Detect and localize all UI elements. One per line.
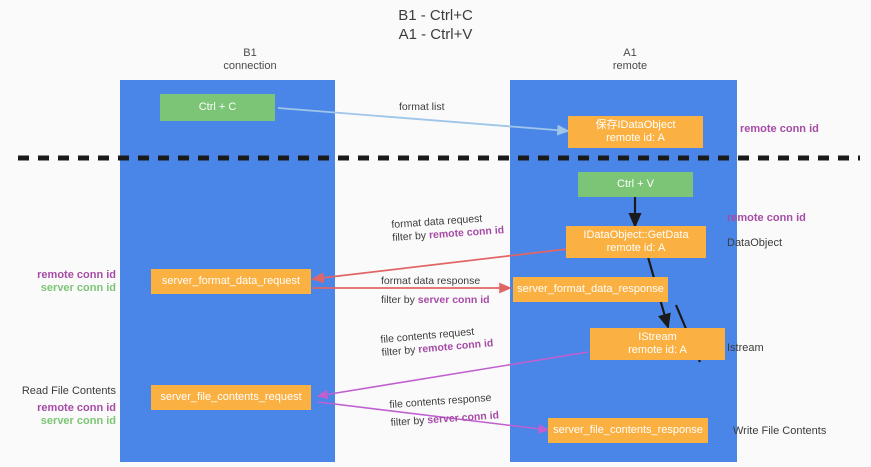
- annotation-file-contents-response: file contents response filter by server …: [389, 391, 499, 429]
- filter-prefix: filter by: [391, 229, 430, 244]
- box-istream-line2: remote id: A: [628, 344, 687, 356]
- box-server-format-data-response[interactable]: server_format_data_response: [513, 277, 668, 302]
- label-right-remote-conn-id-top: remote conn id: [740, 123, 819, 135]
- box-ctrl-v[interactable]: Ctrl + V: [578, 172, 693, 197]
- filter-prefix-3: filter by: [381, 343, 419, 359]
- box-server-file-contents-response[interactable]: server_file_contents_response: [548, 418, 708, 443]
- box-server-file-contents-request-label: server_file_contents_request: [160, 391, 302, 403]
- column-b1-name: B1: [243, 47, 257, 59]
- box-getdata-line1: IDataObject::GetData: [583, 229, 689, 241]
- column-b1-role: connection: [223, 60, 277, 72]
- annotation-file-contents-request: file contents request filter by remote c…: [380, 324, 494, 360]
- column-header-a1: A1 remote: [520, 47, 740, 73]
- box-server-file-contents-request[interactable]: server_file_contents_request: [151, 385, 311, 410]
- box-istream-line1: IStream: [638, 331, 677, 343]
- filter-key-server-conn-id-2: server conn id: [426, 409, 500, 427]
- label-right-write-file-contents: Write File Contents: [733, 425, 827, 437]
- box-save-idataobject[interactable]: 保存IDataObject remote id: A: [568, 116, 703, 148]
- column-header-b1: B1 connection: [150, 47, 350, 73]
- column-a1-role: remote: [612, 60, 648, 72]
- annotation-format-data-response-label: format data response: [381, 275, 481, 287]
- diagram-title: B1 - Ctrl+C A1 - Ctrl+V: [0, 6, 871, 44]
- filter-key-server-conn-id: server conn id: [417, 294, 490, 306]
- annotation-format-data-response: format data response filter by server co…: [381, 275, 490, 307]
- box-istream[interactable]: IStream remote id: A: [590, 328, 725, 360]
- label-right-dataobject: DataObject: [727, 237, 783, 249]
- box-ctrl-c[interactable]: Ctrl + C: [160, 94, 275, 121]
- box-ctrl-v-label: Ctrl + V: [617, 178, 654, 190]
- box-server-file-contents-response-label: server_file_contents_response: [553, 424, 703, 436]
- annotation-file-contents-response-label: file contents response: [389, 391, 492, 411]
- annotation-format-list: format list: [399, 101, 445, 114]
- box-save-idataobject-line1: 保存IDataObject: [595, 119, 676, 131]
- label-left-remote-conn-id-bot: remote conn id: [37, 402, 116, 414]
- title-line-2: A1 - Ctrl+V: [398, 26, 473, 43]
- label-left-server-conn-id-bot: server conn id: [40, 415, 116, 427]
- annotation-file-contents-response-filter: filter by server conn id: [390, 409, 499, 430]
- title-line-1: B1 - Ctrl+C: [398, 7, 473, 24]
- box-ctrl-c-label: Ctrl + C: [198, 101, 237, 113]
- box-idataobject-getdata[interactable]: IDataObject::GetData remote id: A: [566, 226, 706, 258]
- label-left-remote-conn-id-mid: remote conn id: [37, 269, 116, 281]
- filter-prefix-4: filter by: [390, 414, 428, 429]
- filter-prefix-2: filter by: [381, 294, 418, 306]
- box-server-format-data-response-label: server_format_data_response: [517, 283, 664, 295]
- annotation-format-data-response-filter: filter by server conn id: [381, 294, 490, 307]
- annotation-format-list-label: format list: [399, 101, 445, 113]
- box-save-idataobject-line2: remote id: A: [606, 132, 665, 144]
- label-left-server-conn-id-mid: server conn id: [40, 282, 116, 294]
- box-server-format-data-request-label: server_format_data_request: [161, 275, 301, 287]
- column-a1-name: A1: [623, 47, 637, 59]
- annotation-format-data-request: format data request filter by remote con…: [391, 211, 505, 245]
- label-right-istream: Istream: [727, 342, 764, 354]
- label-left-read-file-contents: Read File Contents: [21, 385, 116, 397]
- box-server-format-data-request[interactable]: server_format_data_request: [151, 269, 311, 294]
- box-getdata-line2: remote id: A: [606, 242, 666, 254]
- label-right-remote-conn-id-mid: remote conn id: [727, 212, 806, 224]
